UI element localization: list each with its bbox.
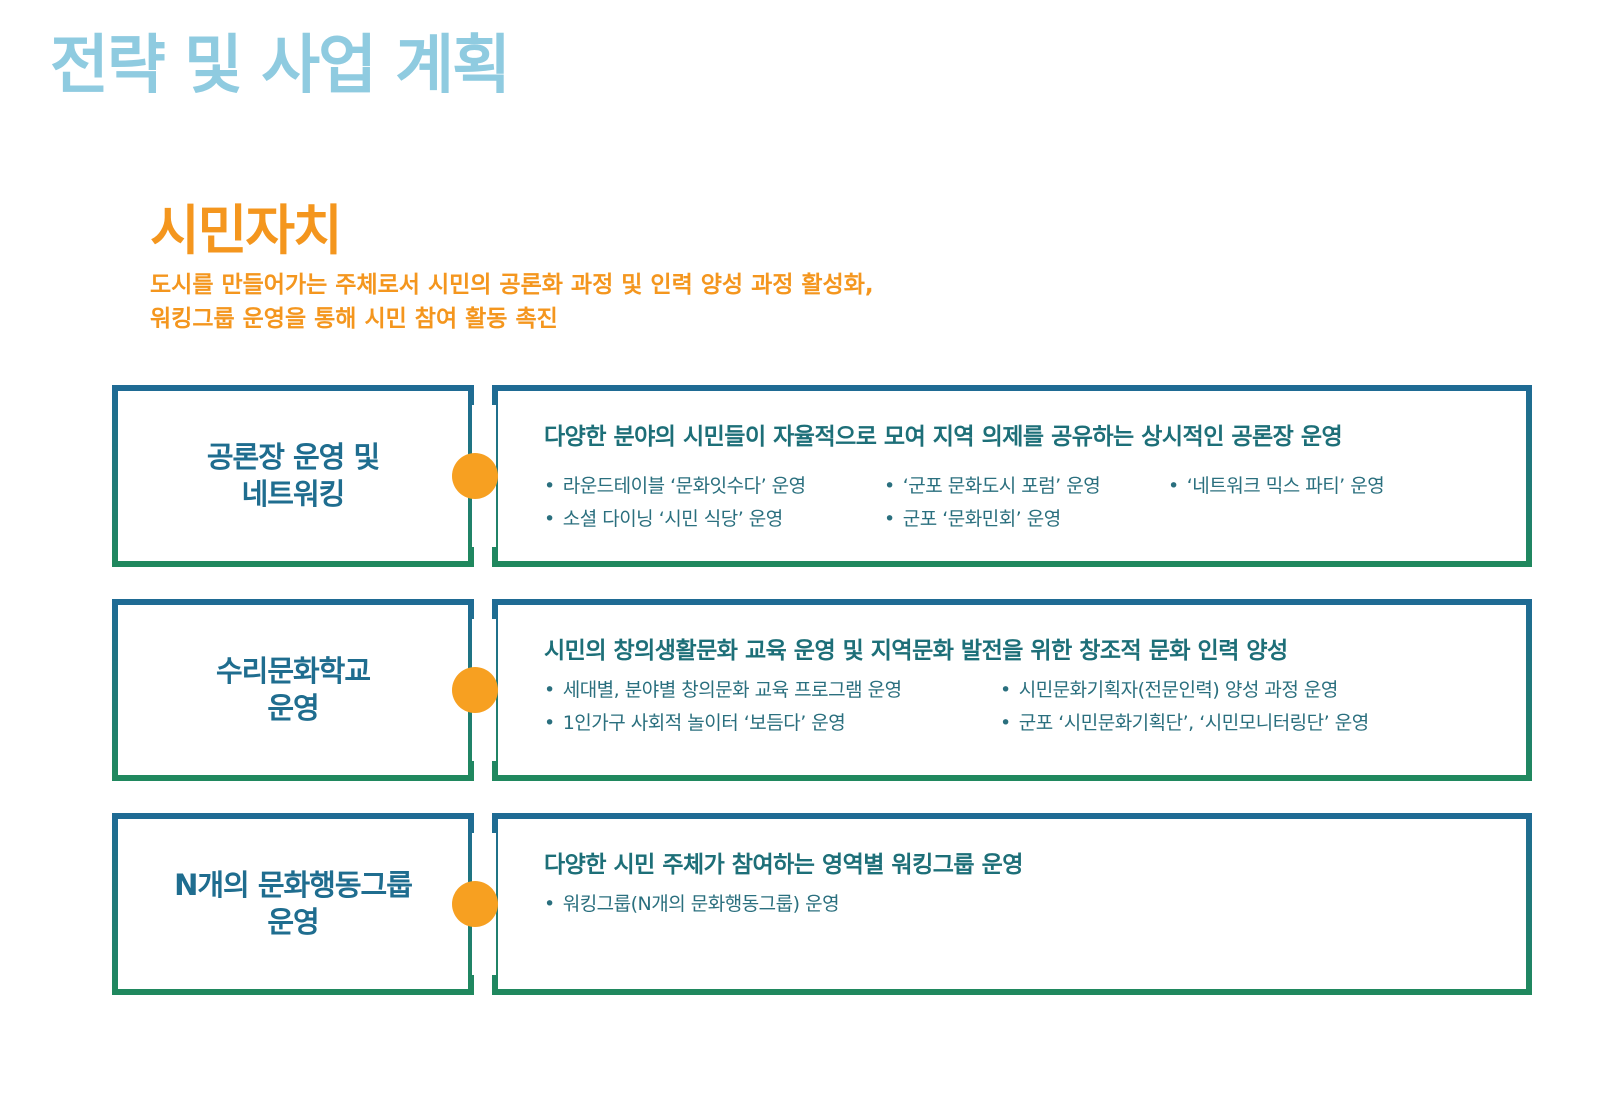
row-label-line: 수리문화학교	[215, 654, 371, 688]
bullet-item: 군포 ‘문화민회’ 운영	[884, 504, 1061, 531]
row-label-line: N개의 문화행동그룹	[174, 868, 413, 902]
bullet-item: 군포 ‘시민문화기획단’, ‘시민모니터링단’ 운영	[1000, 708, 1369, 735]
strategy-row-forum: 공론장 운영 및 네트워킹 다양한 분야의 시민들이 자율적으로 모여 지역 의…	[112, 385, 1532, 567]
row-heading: 시민의 창의생활문화 교육 운영 및 지역문화 발전을 위한 창조적 문화 인력…	[544, 638, 1288, 664]
bullet-item: 세대별, 분야별 창의문화 교육 프로그램 운영	[544, 675, 902, 702]
bullet-item: ‘군포 문화도시 포럼’ 운영	[884, 471, 1101, 498]
row-label-line: 운영	[267, 691, 319, 725]
connector-dot	[452, 453, 498, 499]
row-label-box: N개의 문화행동그룹 운영	[112, 813, 474, 995]
subtitle-line: 도시를 만들어가는 주체로서 시민의 공론화 과정 및 인력 양성 과정 활성화…	[150, 272, 874, 298]
row-label-line: 네트워킹	[241, 477, 346, 511]
strategy-row-groups: N개의 문화행동그룹 운영 다양한 시민 주체가 참여하는 영역별 워킹그룹 운…	[112, 813, 1532, 995]
connector-dot	[452, 881, 498, 927]
row-content-box: 다양한 시민 주체가 참여하는 영역별 워킹그룹 운영 워킹그룹(N개의 문화행…	[492, 813, 1532, 995]
page-title: 전략 및 사업 계획	[50, 29, 511, 103]
subtitle-line: 워킹그룹 운영을 통해 시민 참여 활동 촉진	[150, 306, 558, 332]
row-label-line: 운영	[267, 905, 319, 939]
row-label-line: 공론장 운영 및	[206, 440, 380, 474]
row-label-box: 공론장 운영 및 네트워킹	[112, 385, 474, 567]
row-label: 공론장 운영 및 네트워킹	[206, 439, 380, 513]
bullet-item: 라운드테이블 ‘문화잇수다’ 운영	[544, 471, 806, 498]
bullet-item: 1인가구 사회적 놀이터 ‘보듬다’ 운영	[544, 708, 846, 735]
section-title: 시민자치	[150, 199, 343, 262]
row-content-box: 시민의 창의생활문화 교육 운영 및 지역문화 발전을 위한 창조적 문화 인력…	[492, 599, 1532, 781]
strategy-row-school: 수리문화학교 운영 시민의 창의생활문화 교육 운영 및 지역문화 발전을 위한…	[112, 599, 1532, 781]
bullet-item: 소셜 다이닝 ‘시민 식당’ 운영	[544, 504, 784, 531]
row-label-box: 수리문화학교 운영	[112, 599, 474, 781]
row-heading: 다양한 분야의 시민들이 자율적으로 모여 지역 의제를 공유하는 상시적인 공…	[544, 424, 1343, 450]
section-subtitle: 도시를 만들어가는 주체로서 시민의 공론화 과정 및 인력 양성 과정 활성화…	[150, 268, 874, 336]
bullet-item: 워킹그룹(N개의 문화행동그룹) 운영	[544, 889, 840, 916]
row-content-box: 다양한 분야의 시민들이 자율적으로 모여 지역 의제를 공유하는 상시적인 공…	[492, 385, 1532, 567]
row-label: N개의 문화행동그룹 운영	[174, 867, 413, 941]
row-label: 수리문화학교 운영	[215, 653, 371, 727]
row-heading: 다양한 시민 주체가 참여하는 영역별 워킹그룹 운영	[544, 852, 1023, 878]
connector-dot	[452, 667, 498, 713]
bullet-item: 시민문화기획자(전문인력) 양성 과정 운영	[1000, 675, 1339, 702]
bullet-item: ‘네트워크 믹스 파티’ 운영	[1168, 471, 1385, 498]
